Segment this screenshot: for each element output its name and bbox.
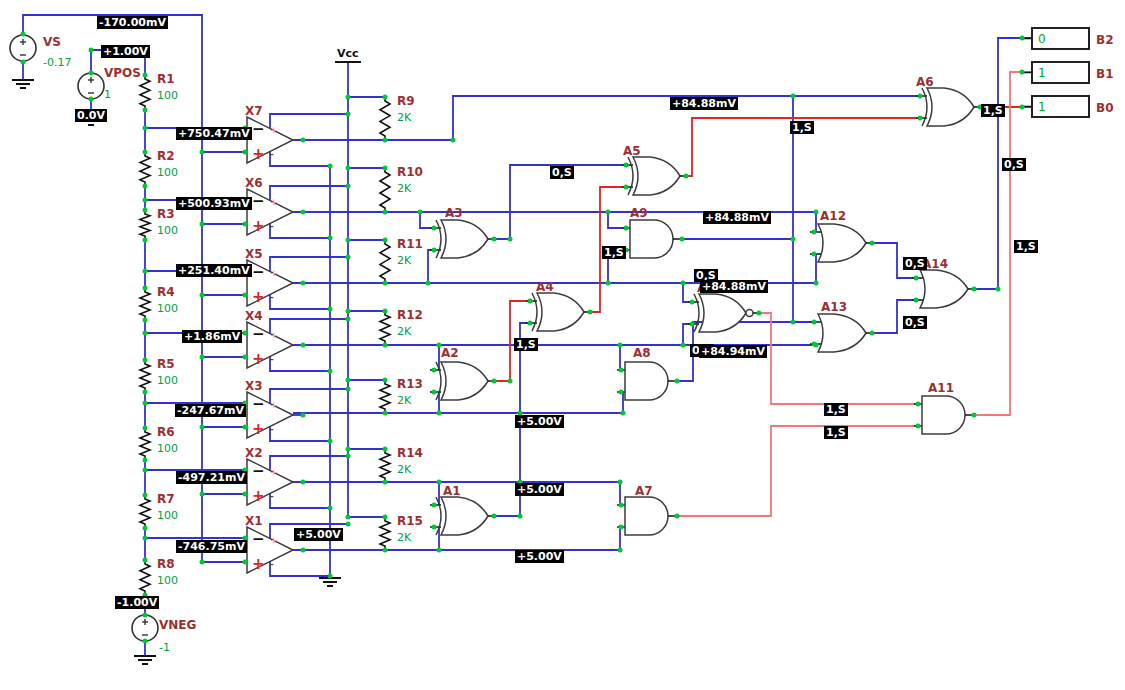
wire-segment[interactable] bbox=[420, 212, 434, 228]
source-name: VPOS bbox=[104, 66, 141, 80]
net-label[interactable]: +5.00V bbox=[515, 550, 564, 563]
wire-segment[interactable] bbox=[428, 250, 434, 283]
net-label[interactable]: 0,S bbox=[903, 316, 927, 329]
wire-segment[interactable] bbox=[270, 186, 348, 201]
resistor-r10[interactable]: R102K bbox=[380, 165, 423, 212]
gate-a4[interactable]: A4 bbox=[526, 280, 592, 331]
output-b1[interactable]: 1B1 bbox=[1022, 62, 1114, 83]
net-label[interactable]: -497.21mV bbox=[176, 471, 247, 484]
net-label[interactable]: +5.00V bbox=[294, 528, 343, 541]
resistor-zigzag bbox=[140, 152, 150, 186]
comparator-x3[interactable]: −++-X3 bbox=[245, 379, 303, 438]
junction-dot bbox=[996, 287, 1001, 292]
junction-dot bbox=[451, 138, 456, 143]
source-vpos[interactable]: VPOS1 bbox=[78, 66, 141, 101]
net-label[interactable]: +1.00V bbox=[101, 45, 150, 58]
gate-a7[interactable]: A7 bbox=[617, 484, 676, 535]
comparator-x1[interactable]: −++-X1 bbox=[245, 514, 303, 573]
wire-segment[interactable] bbox=[270, 561, 330, 576]
junction-dot bbox=[301, 281, 306, 286]
net-label[interactable]: +84.88mV bbox=[703, 211, 771, 224]
source-vs[interactable]: VS-0.17 bbox=[10, 35, 71, 69]
resistor-r12[interactable]: R122K bbox=[380, 308, 423, 345]
and-body bbox=[625, 497, 668, 535]
wire-segment[interactable] bbox=[683, 283, 692, 302]
junction-dot bbox=[1020, 70, 1025, 75]
resistor-r13[interactable]: R132K bbox=[380, 377, 423, 413]
comparator-x5[interactable]: −++-X5 bbox=[245, 247, 303, 306]
wire-segment[interactable] bbox=[270, 493, 330, 508]
gate-a5[interactable]: A5 bbox=[622, 144, 688, 195]
net-label[interactable]: +500.93mV bbox=[176, 197, 252, 210]
net-label[interactable]: +5.00V bbox=[515, 483, 564, 496]
resistor-r15[interactable]: R152K bbox=[380, 514, 423, 550]
output-b0[interactable]: 1B0 bbox=[1022, 96, 1114, 117]
net-label[interactable]: +750.47mV bbox=[176, 127, 252, 140]
gate-a12[interactable]: A12 bbox=[810, 209, 874, 262]
gate-a11[interactable]: A11 bbox=[914, 381, 973, 434]
junction-dot bbox=[328, 439, 333, 444]
gate-a8[interactable]: A8 bbox=[617, 346, 676, 400]
junction-dot bbox=[618, 343, 623, 348]
wire-segment[interactable] bbox=[270, 356, 330, 371]
net-label[interactable]: -247.67mV bbox=[175, 404, 246, 417]
net-label[interactable]: 0.0V bbox=[75, 109, 107, 122]
net-label[interactable]: +1.86mV bbox=[182, 330, 242, 343]
source-vneg[interactable]: VNEG-1 bbox=[132, 615, 196, 654]
net-label[interactable]: +251.40mV bbox=[176, 264, 252, 277]
comparator-x7[interactable]: −++-X7 bbox=[245, 104, 303, 163]
net-label[interactable]: +5.00V bbox=[515, 415, 564, 428]
comparator-x6[interactable]: −++-X6 bbox=[245, 176, 303, 235]
wire-segment[interactable] bbox=[270, 151, 330, 166]
net-label[interactable]: 1,S bbox=[602, 246, 626, 259]
net-label[interactable]: -1.00V bbox=[115, 596, 159, 609]
net-label[interactable]: 0,S bbox=[550, 166, 574, 179]
wire-segment[interactable] bbox=[270, 389, 348, 404]
wire-segment[interactable] bbox=[270, 114, 348, 129]
net-label[interactable]: 1,S bbox=[824, 403, 848, 416]
net-label[interactable]: 1,S bbox=[790, 121, 814, 134]
gate-a3[interactable]: A3 bbox=[430, 206, 496, 258]
xor-body bbox=[633, 157, 680, 195]
junction-dot bbox=[432, 368, 437, 373]
junction-dot bbox=[432, 226, 437, 231]
net-label[interactable]: 0,S bbox=[1002, 158, 1026, 171]
net-label[interactable]: 1,S bbox=[1014, 240, 1038, 253]
net-label[interactable]: +84.88mV bbox=[700, 280, 768, 293]
junction-dot bbox=[812, 320, 817, 325]
output-b2[interactable]: 0B2 bbox=[1022, 28, 1114, 49]
comparator-x2[interactable]: −++-X2 bbox=[245, 446, 303, 505]
net-label[interactable]: +84.88mV bbox=[670, 97, 738, 110]
net-label[interactable]: 1,S bbox=[824, 426, 848, 439]
supply-plus-icon: + bbox=[270, 535, 278, 545]
wire-segment[interactable] bbox=[270, 223, 330, 238]
wire-segment[interactable] bbox=[270, 426, 330, 441]
wire-segment[interactable] bbox=[677, 426, 918, 516]
wire-segment[interactable] bbox=[270, 257, 348, 272]
wire-segment[interactable] bbox=[683, 324, 692, 345]
resistor-r14[interactable]: R142K bbox=[380, 446, 423, 482]
resistor-value: 100 bbox=[157, 574, 178, 587]
gate-a9[interactable]: A9 bbox=[622, 206, 681, 258]
wire-segment[interactable] bbox=[270, 319, 348, 334]
comparator-x4[interactable]: −++-X4 bbox=[245, 309, 303, 368]
resistor-r2[interactable]: R2100 bbox=[140, 149, 178, 186]
resistor-r9[interactable]: R92K bbox=[380, 94, 415, 140]
net-label[interactable]: -170.00mV bbox=[97, 16, 168, 29]
gate-a13[interactable]: A13 bbox=[810, 300, 874, 352]
wire-segment[interactable] bbox=[270, 294, 330, 309]
resistor-r8[interactable]: R8100 bbox=[140, 557, 178, 595]
net-label[interactable]: 0,S bbox=[903, 257, 927, 270]
wire-segment[interactable] bbox=[270, 456, 348, 471]
net-label[interactable]: -746.75mV bbox=[176, 540, 247, 553]
wire-segment[interactable] bbox=[608, 212, 626, 228]
net-label[interactable]: 1,S bbox=[514, 338, 538, 351]
resistor-r11[interactable]: R112K bbox=[380, 237, 423, 283]
net-label[interactable]: 1,S bbox=[981, 104, 1005, 117]
gate-a6[interactable]: A6 bbox=[916, 75, 982, 126]
net-label[interactable]: +84.94mV bbox=[699, 345, 767, 358]
resistor-r1[interactable]: R1100 bbox=[140, 72, 178, 110]
comparator-name: X6 bbox=[245, 176, 263, 190]
